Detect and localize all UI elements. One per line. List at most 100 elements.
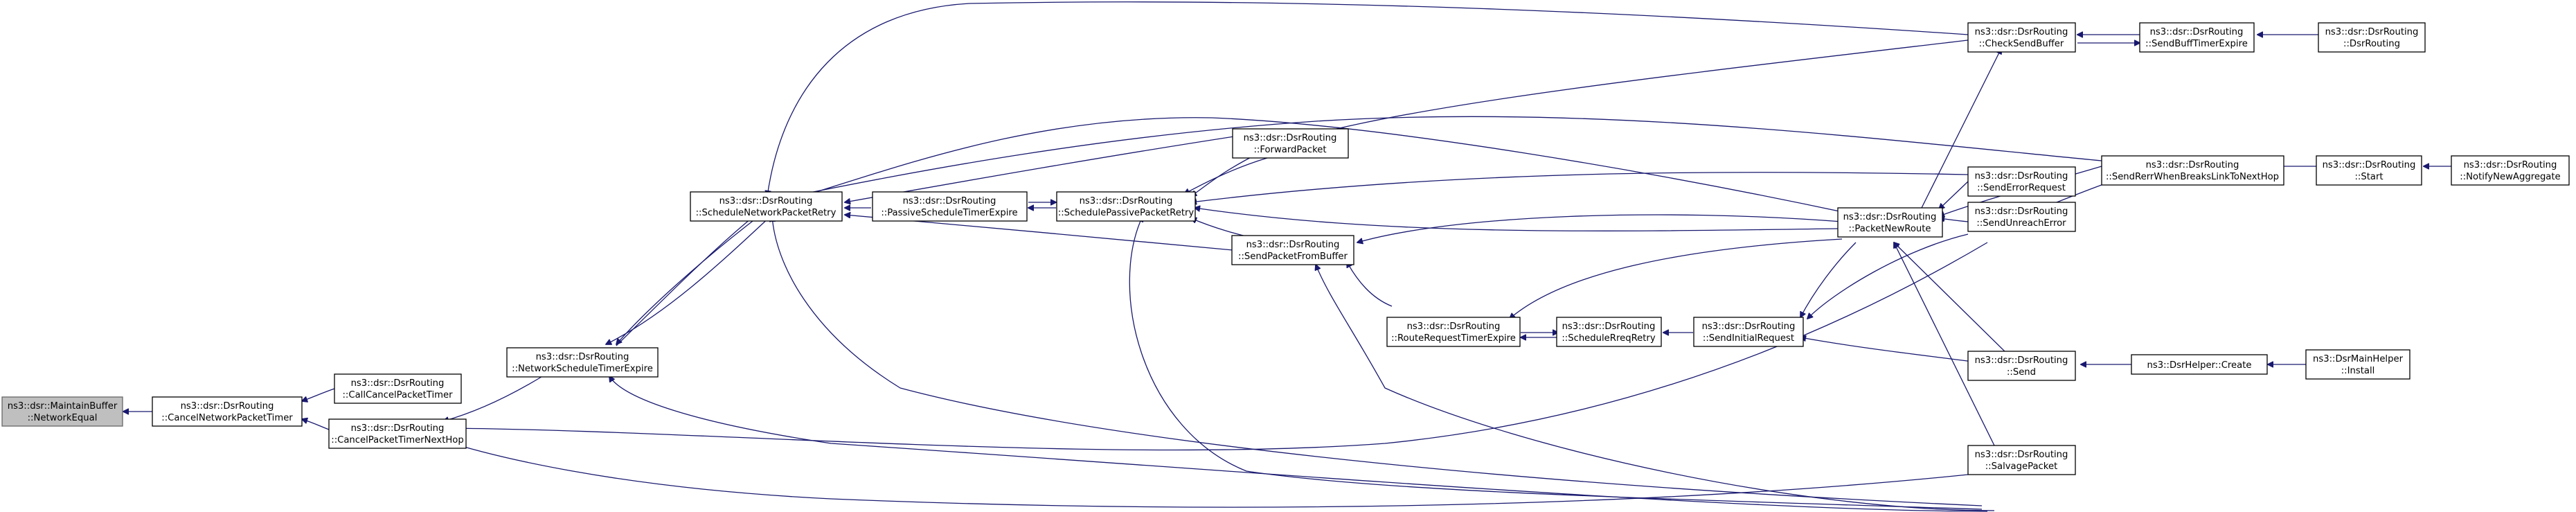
node-routerequesttimerexpire[interactable]: ns3::dsr::DsrRouting ::RouteRequestTimer… [1386, 317, 1521, 347]
svg-text:::DsrRouting: ::DsrRouting [2343, 39, 2400, 49]
svg-text:::CheckSendBuffer: ::CheckSendBuffer [1979, 39, 2064, 49]
node-schedulenetworkpacketretry[interactable]: ns3::dsr::DsrRouting ::ScheduleNetworkPa… [690, 191, 843, 222]
node-passivescheduletimerexpire[interactable]: ns3::dsr::DsrRouting ::PassiveScheduleTi… [872, 191, 1028, 222]
svg-text:::PacketNewRoute: ::PacketNewRoute [1848, 224, 1931, 234]
node-sendpacketfrombuffer[interactable]: ns3::dsr::DsrRouting ::SendPacketFromBuf… [1231, 235, 1354, 265]
node-label-line1: ns3::dsr::MaintainBuffer [8, 401, 118, 412]
node-packetnewroute[interactable]: ns3::dsr::DsrRouting ::PacketNewRoute [1837, 207, 1943, 238]
svg-text:ns3::dsr::DsrRouting: ns3::dsr::DsrRouting [1843, 212, 1937, 222]
edge-sendunreacherror-to-cancelpackettimernexthop [443, 242, 1988, 451]
node-sendunreacherror[interactable]: ns3::dsr::DsrRouting ::SendUnreachError [1967, 202, 2076, 232]
svg-text:::CancelNetworkPacketTimer: ::CancelNetworkPacketTimer [161, 413, 293, 423]
node-forwardpacket[interactable]: ns3::dsr::DsrRouting ::ForwardPacket [1232, 128, 1349, 159]
svg-text:ns3::dsr::DsrRouting: ns3::dsr::DsrRouting [1246, 240, 1340, 250]
node-networkscheduletimerexpire[interactable]: ns3::dsr::DsrRouting ::NetworkScheduleTi… [506, 347, 659, 378]
svg-text:::SendRerrWhenBreaksLinkToNext: ::SendRerrWhenBreaksLinkToNextHop [2106, 172, 2279, 182]
svg-text:ns3::dsr::DsrRouting: ns3::dsr::DsrRouting [351, 378, 445, 389]
svg-text:ns3::dsr::DsrRouting: ns3::dsr::DsrRouting [2464, 160, 2557, 170]
svg-text:::ScheduleNetworkPacketRetry: ::ScheduleNetworkPacketRetry [696, 208, 837, 218]
nodes: ns3::dsr::MaintainBuffer ::NetworkEqual … [1, 22, 2570, 475]
svg-text:ns3::dsr::DsrRouting: ns3::dsr::DsrRouting [1702, 321, 1796, 332]
edge-send-to-sendinitialrequest [1800, 337, 1988, 364]
svg-text:ns3::dsr::DsrRouting: ns3::dsr::DsrRouting [351, 423, 445, 434]
node-sendbufftimerexpire[interactable]: ns3::dsr::DsrRouting ::SendBuffTimerExpi… [2139, 22, 2255, 53]
edge-send-to-sendpacketfrombuffer [1316, 265, 1995, 511]
node-label-line2: ::NetworkEqual [28, 413, 98, 423]
edge-packetnewroute-to-checksendbuffer [1917, 48, 2001, 215]
svg-text:::ForwardPacket: ::ForwardPacket [1253, 145, 1326, 155]
node-dsrhelper-create[interactable]: ns3::DsrHelper::Create [2131, 354, 2268, 375]
node-schedulepassivepacketretry[interactable]: ns3::dsr::DsrRouting ::SchedulePassivePa… [1056, 191, 1196, 222]
edge-packetnewroute-to-schedulepassivepacketretry [1195, 208, 1839, 231]
node-schedulerreqretry[interactable]: ns3::dsr::DsrRouting ::ScheduleRreqRetry [1556, 317, 1662, 347]
svg-text:ns3::dsr::DsrRouting: ns3::dsr::DsrRouting [903, 196, 996, 206]
svg-text:::SchedulePassivePacketRetry: ::SchedulePassivePacketRetry [1058, 208, 1195, 218]
svg-text:::PassiveScheduleTimerExpire: ::PassiveScheduleTimerExpire [881, 208, 1017, 218]
edge-networkscheduletimerexpire-to-schedulenetworkpacketretry [616, 215, 755, 346]
node-cancelpackettimernexthop[interactable]: ns3::dsr::DsrRouting ::CancelPacketTimer… [328, 418, 467, 449]
node-checksendbuffer[interactable]: ns3::dsr::DsrRouting ::CheckSendBuffer [1967, 22, 2076, 53]
svg-text:ns3::dsr::DsrRouting: ns3::dsr::DsrRouting [1975, 450, 2068, 460]
edge-salvagepacket-to-cancelpackettimernexthop [415, 431, 1969, 508]
svg-text:ns3::dsr::DsrRouting: ns3::dsr::DsrRouting [181, 401, 274, 412]
edge-routerequesttimerexpire-to-sendpacketfrombuffer [1347, 262, 1393, 307]
edge-packetnewroute-to-sendpacketfrombuffer [1357, 214, 1843, 242]
svg-text:ns3::DsrHelper::Create: ns3::DsrHelper::Create [2147, 360, 2251, 371]
node-senderrorrequest[interactable]: ns3::dsr::DsrRouting ::SendErrorRequest [1967, 166, 2076, 197]
svg-text:ns3::dsr::DsrRouting: ns3::dsr::DsrRouting [1975, 171, 2068, 182]
svg-text:ns3::dsr::DsrRouting: ns3::dsr::DsrRouting [2323, 160, 2416, 170]
svg-text:ns3::dsr::DsrRouting: ns3::dsr::DsrRouting [2325, 27, 2419, 37]
edge-callcancelpackettimer-to-cancelnetworkpackettimer [302, 388, 335, 401]
svg-text:::CallCancelPacketTimer: ::CallCancelPacketTimer [342, 390, 453, 400]
edge-networkscheduletimerexpire-to-cancelpackettimernexthop [443, 373, 548, 421]
svg-text:ns3::dsr::DsrRouting: ns3::dsr::DsrRouting [719, 196, 813, 206]
svg-text:ns3::DsrMainHelper: ns3::DsrMainHelper [2313, 354, 2404, 364]
svg-text:::NotifyNewAggregate: ::NotifyNewAggregate [2460, 172, 2560, 182]
edge-packetnewroute-to-schedulenetworkpacketretry [796, 117, 1857, 215]
svg-text:::ScheduleRreqRetry: ::ScheduleRreqRetry [1562, 333, 1656, 344]
node-notifynewaggregate[interactable]: ns3::dsr::DsrRouting ::NotifyNewAggregat… [2451, 155, 2570, 186]
edges [123, 1, 2451, 512]
edge-schedulenetworkpacketretry-to-networkscheduletimerexpire-a [616, 213, 762, 344]
node-sendrerrwhenbreakslinktonexthop[interactable]: ns3::dsr::DsrRouting ::SendRerrWhenBreak… [2101, 155, 2284, 186]
edge-send-to-schedulenetworkpacketretry [772, 216, 1983, 506]
svg-text:ns3::dsr::DsrRouting: ns3::dsr::DsrRouting [1975, 206, 2068, 217]
node-dsrmainhelper-install[interactable]: ns3::DsrMainHelper ::Install [2305, 349, 2410, 380]
svg-text:ns3::dsr::DsrRouting: ns3::dsr::DsrRouting [2150, 27, 2244, 37]
node-callcancelpackettimer[interactable]: ns3::dsr::DsrRouting ::CallCancelPacketT… [334, 373, 462, 404]
node-salvagepacket[interactable]: ns3::dsr::DsrRouting ::SalvagePacket [1967, 445, 2076, 475]
edge-salvagepacket-to-packetnewroute [1894, 242, 1995, 446]
svg-text:::SendUnreachError: ::SendUnreachError [1976, 218, 2066, 229]
svg-text:ns3::dsr::DsrRouting: ns3::dsr::DsrRouting [2146, 160, 2239, 170]
edge-checksendbuffer-to-schedulenetworkpacketretry [767, 1, 1969, 196]
node-start[interactable]: ns3::dsr::DsrRouting ::Start [2316, 155, 2422, 186]
edge-packetnewroute-to-routerequesttimerexpire [1510, 238, 1843, 319]
svg-text:ns3::dsr::DsrRouting: ns3::dsr::DsrRouting [1562, 321, 1656, 332]
edge-senderrorrequest-to-packetnewroute [1939, 181, 1969, 209]
svg-text:::RouteRequestTimerExpire: ::RouteRequestTimerExpire [1391, 333, 1516, 344]
svg-text:::NetworkScheduleTimerExpire: ::NetworkScheduleTimerExpire [512, 364, 653, 374]
edge-packetnewroute-to-sendinitialrequest [1800, 242, 1857, 317]
node-maintainbuffer-networkequal[interactable]: ns3::dsr::MaintainBuffer ::NetworkEqual [1, 396, 123, 427]
svg-text:ns3::dsr::DsrRouting: ns3::dsr::DsrRouting [1080, 196, 1173, 206]
node-sendinitialrequest[interactable]: ns3::dsr::DsrRouting ::SendInitialReques… [1693, 317, 1804, 347]
svg-text:::Start: ::Start [2354, 172, 2383, 182]
svg-text:::SendPacketFromBuffer: ::SendPacketFromBuffer [1238, 251, 1348, 262]
svg-text:ns3::dsr::DsrRouting: ns3::dsr::DsrRouting [1244, 133, 1337, 143]
svg-text:::SendBuffTimerExpire: ::SendBuffTimerExpire [2145, 39, 2248, 49]
edge-cancelpackettimernexthop-to-cancelnetworkpackettimer [302, 419, 330, 430]
edge-sendunreacherror-to-sendinitialrequest [1807, 233, 1969, 319]
svg-text:ns3::dsr::DsrRouting: ns3::dsr::DsrRouting [1975, 27, 2068, 37]
node-dsrrouting-constructor[interactable]: ns3::dsr::DsrRouting ::DsrRouting [2318, 22, 2426, 53]
edge-send-to-packetnewroute [1894, 242, 2009, 355]
edge-forwardpacket-to-schedulepassivepacketretry [1184, 157, 1268, 194]
edge-sendrerr-to-schedulenetworkpacketretry [789, 116, 2102, 197]
node-box [1, 396, 123, 427]
node-send[interactable]: ns3::dsr::DsrRouting ::Send [1967, 351, 2076, 381]
svg-text:ns3::dsr::DsrRouting: ns3::dsr::DsrRouting [1975, 355, 2068, 366]
edge-send-to-networkscheduletimerexpire [609, 376, 1988, 512]
node-cancelnetworkpackettimer[interactable]: ns3::dsr::DsrRouting ::CancelNetworkPack… [152, 396, 303, 427]
edge-checksendbuffer-to-schedulepassivepacketretry [1191, 39, 1969, 196]
svg-text:::CancelPacketTimerNextHop: ::CancelPacketTimerNextHop [331, 435, 463, 445]
